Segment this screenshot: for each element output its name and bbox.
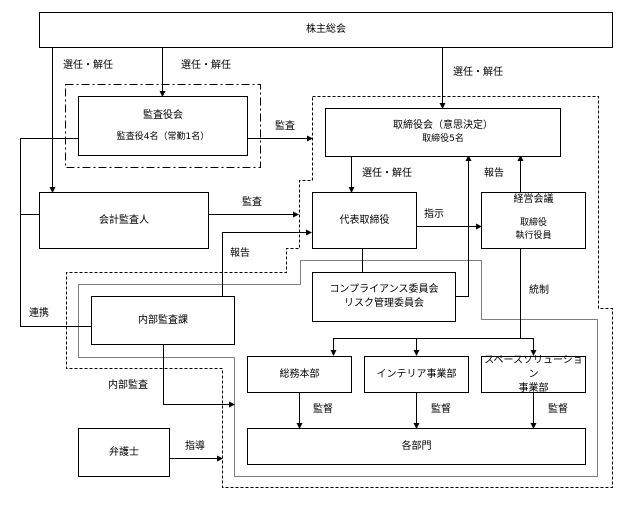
label-appoint-left: 選任・解任 [63,60,113,71]
line-internal-audit [163,344,235,408]
interior-division-label: インテリア事業部 [376,368,457,380]
space-solution-line1: スペースソリューション [484,354,583,380]
label-control: 統制 [529,285,549,296]
general-affairs-box: 総務本部 [247,356,352,393]
management-meeting-title: 経営会議 [513,194,554,205]
board-detail: 取締役5名 [422,134,464,144]
line-report-internal [222,229,312,296]
space-solution-division-box: スペースソリューション 事業部 [481,354,586,394]
label-internal-audit: 内部監査 [108,380,148,391]
departments-label: 各部門 [401,440,432,452]
interior-division-box: インテリア事業部 [364,356,469,393]
label-instruction: 指示 [424,209,444,220]
shareholders-meeting-box: 株主総会 [39,12,613,48]
board-of-directors-box: 取締役会（意思決定） 取締役5名 [325,108,561,157]
committees-box: コンプライアンス委員会 リスク管理委員会 [312,272,456,322]
label-guidance: 指導 [185,441,205,452]
management-meeting-detail-2: 執行役員 [515,231,552,241]
risk-committee-label: リスク管理委員会 [344,298,424,309]
label-appoint-board: 選任・解任 [453,67,503,78]
line-report-committee [456,155,472,297]
audit-board-detail: 監査役4名（常勤1名） [116,131,210,142]
board-title: 取締役会（意思決定） [393,120,493,131]
management-meeting-detail-1: 取締役 [519,218,547,228]
departments-box: 各部門 [247,428,586,465]
label-appoint-president: 選任・解任 [362,168,412,179]
label-report-internal: 報告 [230,248,250,259]
label-supervise-1: 監督 [313,404,333,415]
internal-audit-label: 内部監査課 [138,314,188,326]
lawyer-box: 弁護士 [78,428,170,477]
audit-board-box: 監査役会 監査役4名（常勤1名） [78,96,248,156]
space-solution-line2: 事業部 [518,382,549,394]
label-appoint-audit: 選任・解任 [181,60,231,71]
lawyer-label: 弁護士 [109,446,139,458]
label-report-to-board: 報告 [484,168,504,179]
label-cooperation: 連携 [29,308,49,319]
executive-boundary [78,260,598,477]
internal-audit-box: 内部監査課 [91,296,235,345]
shareholders-meeting-label: 株主総会 [306,24,346,35]
president-label: 代表取締役 [339,214,390,226]
label-audit-to-board: 監査 [275,121,295,132]
general-affairs-label: 総務本部 [279,368,320,380]
audit-board-title: 監査役会 [143,109,183,121]
accounting-auditor-box: 会計監査人 [39,192,209,249]
governance-boundary [66,96,613,488]
president-box: 代表取締役 [312,192,417,249]
accounting-auditor-label: 会計監査人 [99,214,149,226]
label-accounting-audit: 監査 [242,197,262,208]
label-supervise-3: 監督 [548,404,568,415]
compliance-committee-label: コンプライアンス委員会 [329,284,439,295]
management-meeting-box: 経営会議 取締役 執行役員 [481,192,586,249]
label-supervise-2: 監督 [431,404,451,415]
line-cooperation [20,138,91,327]
